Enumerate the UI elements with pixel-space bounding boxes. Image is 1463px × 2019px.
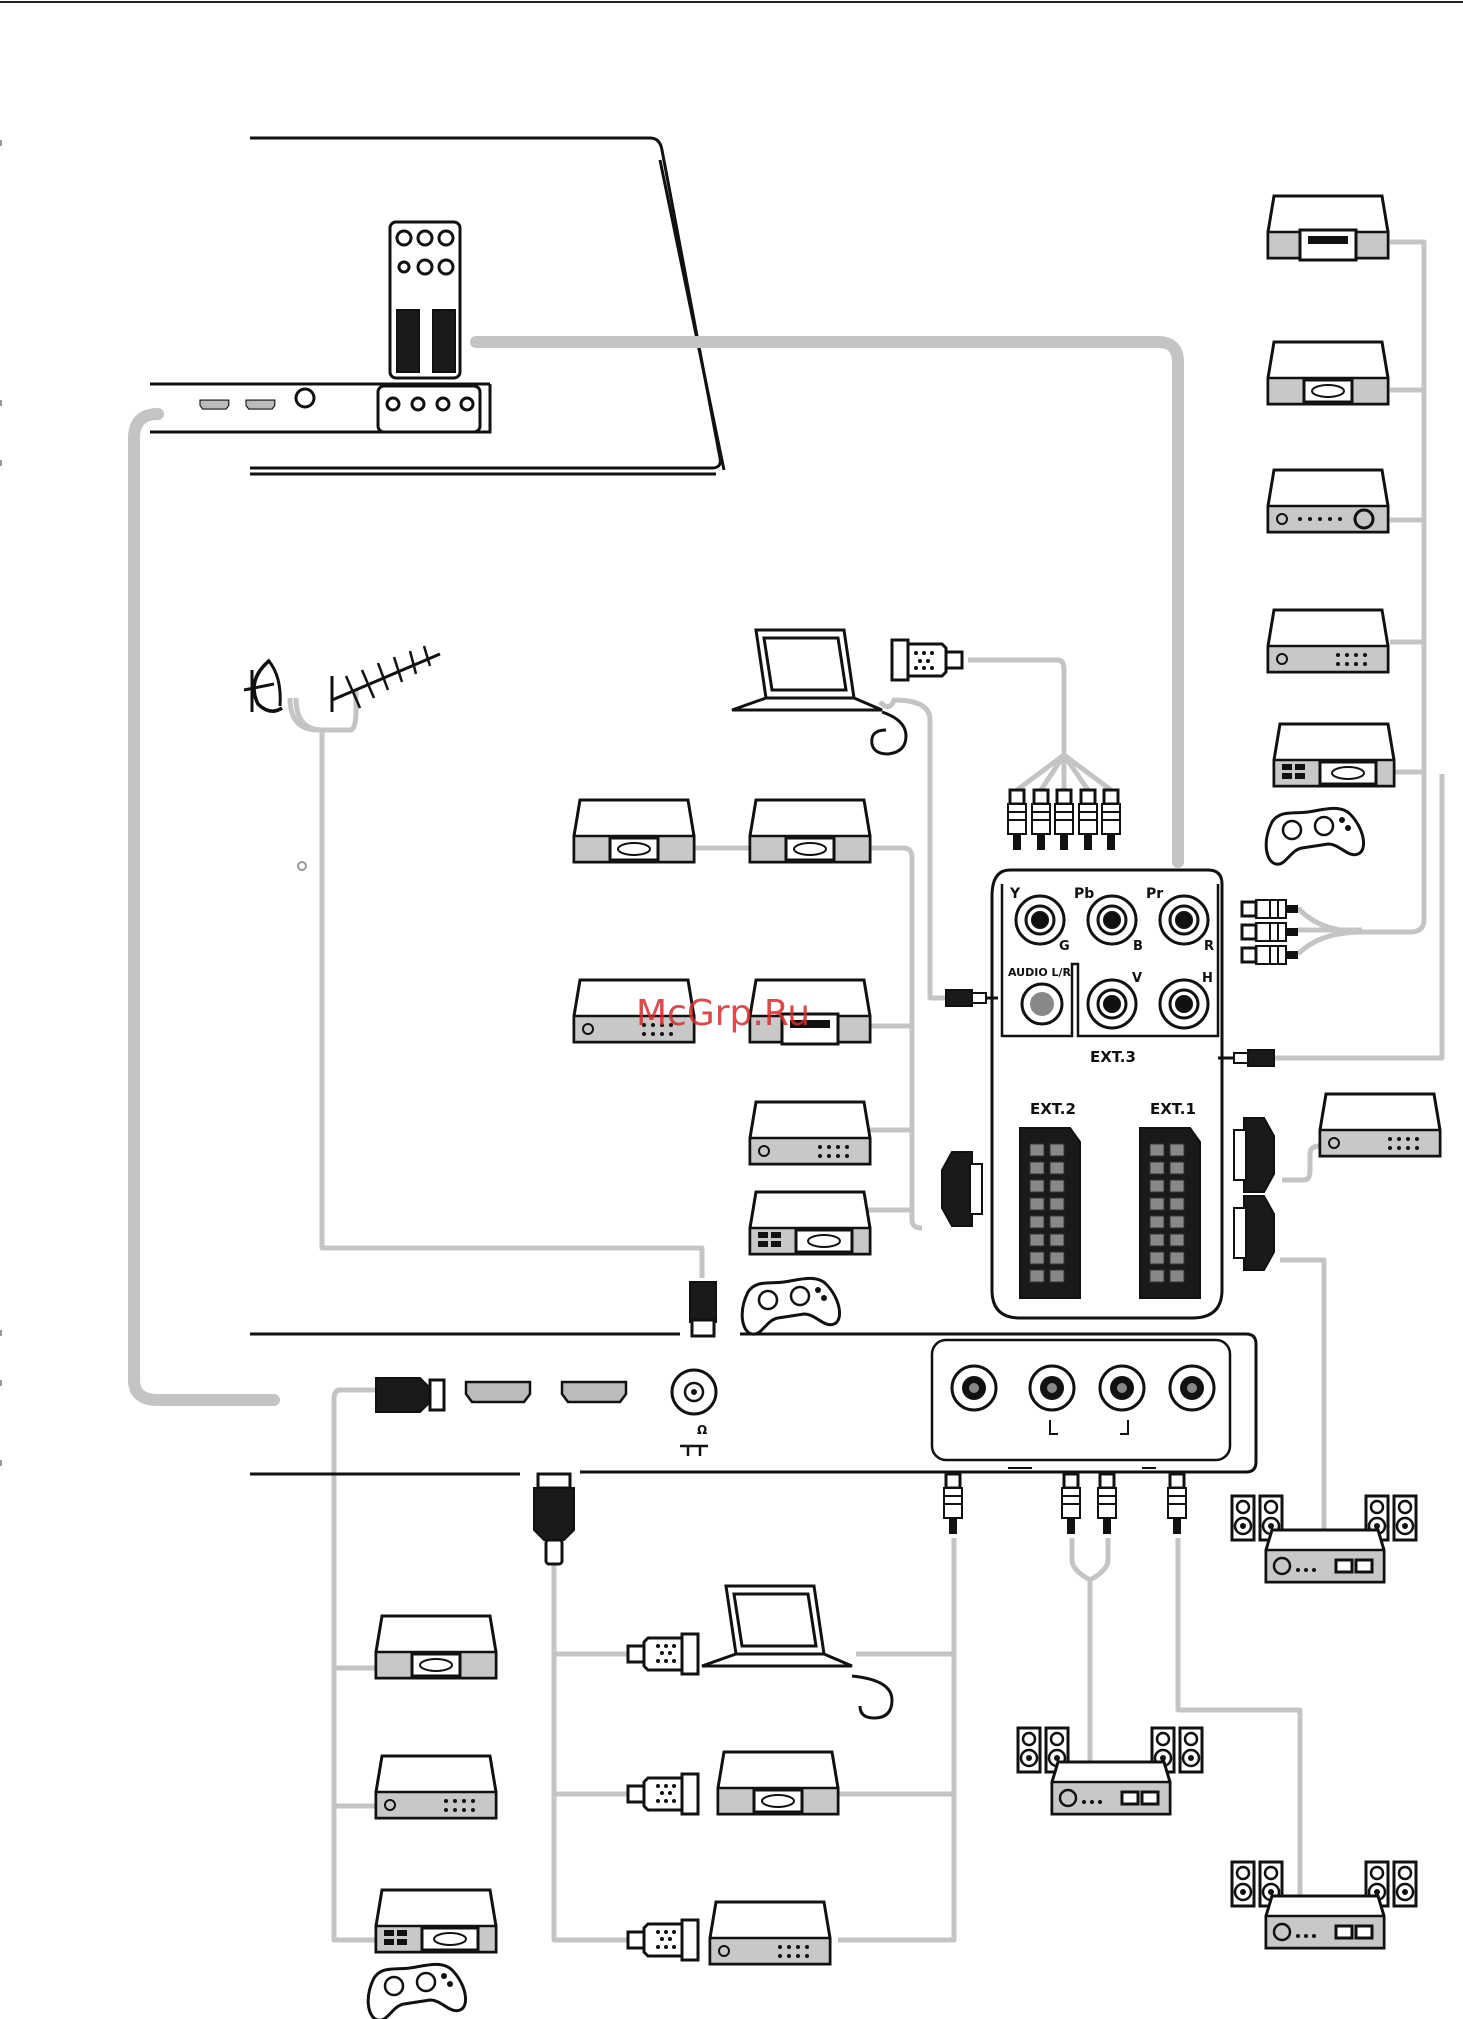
mini-scart-ext2 bbox=[397, 310, 419, 372]
label-g: G bbox=[1059, 939, 1070, 954]
hdmi-port-3 bbox=[562, 1382, 626, 1402]
tv-rear-outline bbox=[150, 138, 724, 474]
label-ext2: EXT.2 bbox=[1030, 1100, 1076, 1118]
component-plugs-right bbox=[1242, 900, 1298, 964]
jack-h bbox=[1160, 980, 1208, 1028]
device-receiver-bottom-left bbox=[376, 1756, 496, 1818]
vga-connector-bottom-3 bbox=[628, 1920, 698, 1960]
device-dvd-middle-left bbox=[574, 800, 694, 862]
mini-jacks bbox=[397, 231, 453, 274]
vga-connector-bottom-2 bbox=[628, 1774, 698, 1814]
laptop-mouse-bottom bbox=[852, 1676, 892, 1718]
jack-y bbox=[1016, 896, 1064, 944]
page-margin-marks bbox=[0, 140, 2, 1466]
jack-audio-lr bbox=[1022, 984, 1062, 1024]
vga-connector-top bbox=[892, 640, 962, 680]
gamepad-icon-right bbox=[1266, 808, 1363, 864]
device-game-console-right bbox=[1274, 724, 1394, 786]
ext3-component-panel: Y Pb Pr G B R AUDIO L/R V H EXT.3 EXT.2 … bbox=[992, 870, 1222, 1318]
label-ext1: EXT.1 bbox=[1150, 1100, 1196, 1118]
jack-pb bbox=[1088, 896, 1136, 944]
device-dvd-bottom-middle bbox=[718, 1752, 838, 1814]
label-b: B bbox=[1133, 939, 1143, 954]
device-game-console-bottom bbox=[376, 1890, 496, 1952]
device-set-top-box-right bbox=[1268, 610, 1388, 672]
laptop-icon-bottom bbox=[702, 1586, 852, 1666]
rca-plug-bottom-4 bbox=[1168, 1474, 1186, 1534]
terrestrial-antenna-icon bbox=[332, 646, 440, 712]
device-satellite-receiver bbox=[1268, 470, 1388, 532]
audio-amplifier-middle bbox=[1018, 1728, 1202, 1814]
antenna-plug-icon bbox=[690, 1282, 716, 1336]
audio-jack-plug-right bbox=[1218, 1050, 1274, 1066]
component-plugs-top bbox=[1008, 790, 1120, 850]
watermark-text: McGrp.Ru bbox=[636, 993, 810, 1034]
mini-side-jacks bbox=[387, 398, 473, 410]
scart-socket-ext1 bbox=[1140, 1128, 1200, 1298]
label-ext3: EXT.3 bbox=[1090, 1048, 1136, 1066]
jack-pr bbox=[1160, 896, 1208, 944]
device-receiver-bottom-middle bbox=[710, 1902, 830, 1964]
label-h: H bbox=[1202, 971, 1213, 986]
label-pr: Pr bbox=[1146, 886, 1163, 902]
vga-connector-bottom-1 bbox=[628, 1634, 698, 1674]
device-dvd-middle bbox=[750, 800, 870, 862]
hdmi-port-2 bbox=[466, 1382, 530, 1402]
device-vcr-top-right bbox=[1268, 196, 1388, 260]
rca-plug-bottom-2 bbox=[1062, 1474, 1080, 1534]
cable-hdmi-left bbox=[134, 414, 274, 1400]
hdmi-plug-bottom-icon bbox=[534, 1474, 574, 1564]
audio-amplifier-bottom-right bbox=[1232, 1862, 1416, 1948]
audio-jack-plug-left bbox=[946, 990, 998, 1006]
antenna-ohm-label: Ω bbox=[697, 1423, 707, 1437]
cable-ext-top bbox=[476, 342, 1178, 862]
device-set-top-box-middle bbox=[750, 1102, 870, 1164]
mini-hdmi-1 bbox=[200, 400, 229, 409]
scart-plug-left bbox=[942, 1152, 982, 1226]
label-y: Y bbox=[1009, 886, 1021, 902]
mini-hdmi-2 bbox=[246, 400, 275, 409]
rca-plug-bottom-1 bbox=[944, 1474, 962, 1534]
bottom-rca-jacks bbox=[952, 1366, 1214, 1410]
label-r: R bbox=[1204, 939, 1214, 954]
gamepad-icon-bottom bbox=[368, 1964, 465, 2019]
mini-antenna-socket bbox=[296, 389, 314, 407]
cables bbox=[134, 242, 1442, 1940]
satellite-dish-icon bbox=[244, 660, 282, 712]
hdmi-plug-icon bbox=[376, 1378, 444, 1412]
device-dvd-right bbox=[1268, 342, 1388, 404]
label-audio-lr: AUDIO L/R bbox=[1008, 966, 1072, 979]
device-dvd-bottom-left bbox=[376, 1616, 496, 1678]
mini-scart-ext1 bbox=[433, 310, 455, 372]
label-pb: Pb bbox=[1074, 886, 1094, 902]
scart-socket-ext2 bbox=[1020, 1128, 1080, 1298]
device-game-console-middle bbox=[750, 1192, 870, 1254]
device-set-top-box-scart bbox=[1320, 1094, 1440, 1156]
antenna-socket-icon: Ω bbox=[672, 1370, 716, 1456]
rca-plug-bottom-3 bbox=[1098, 1474, 1116, 1534]
label-v: V bbox=[1132, 971, 1142, 986]
laptop-icon-top bbox=[732, 630, 882, 710]
gamepad-icon-middle bbox=[742, 1278, 839, 1334]
laptop-mouse-top bbox=[872, 712, 906, 754]
jack-v bbox=[1088, 980, 1136, 1028]
scart-plug-right-1 bbox=[1234, 1118, 1274, 1192]
scart-plug-right-2 bbox=[1234, 1196, 1274, 1270]
